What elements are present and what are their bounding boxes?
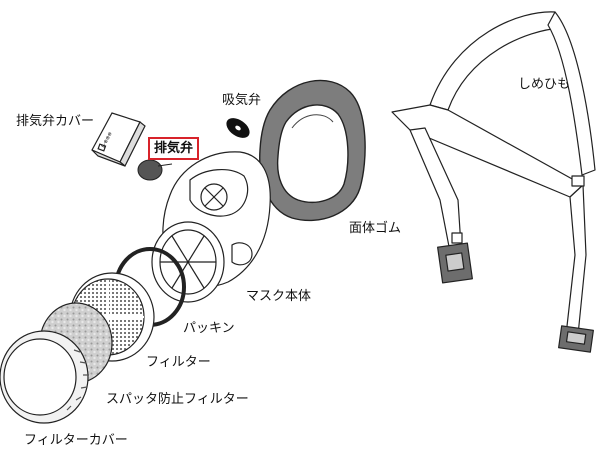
- label-filter: フィルター: [146, 355, 211, 370]
- label-packing: パッキン: [183, 321, 235, 336]
- label-spatter-filter: スパッタ防止フィルター: [106, 392, 249, 407]
- label-strap: しめひも: [518, 77, 571, 92]
- label-filter-cover: フィルターカバー: [24, 433, 128, 448]
- strap-drawing: [391, 11, 596, 353]
- label-exhaust-valve-cover: 排気弁カバー: [16, 114, 95, 129]
- face-rubber-drawing: [259, 79, 366, 222]
- exhaust-valve-cover-drawing: L-⊗⊗⊗: [91, 112, 146, 167]
- label-intake-valve: 吸気弁: [222, 93, 262, 108]
- mask-body-drawing: [151, 151, 271, 303]
- label-mask-body: マスク本体: [246, 289, 312, 304]
- filter-cover-drawing: [0, 330, 89, 424]
- label-face-rubber: 面体ゴム: [349, 221, 402, 236]
- exhaust-valve-shape: [137, 159, 163, 181]
- label-exhaust-valve: 排気弁: [148, 137, 200, 160]
